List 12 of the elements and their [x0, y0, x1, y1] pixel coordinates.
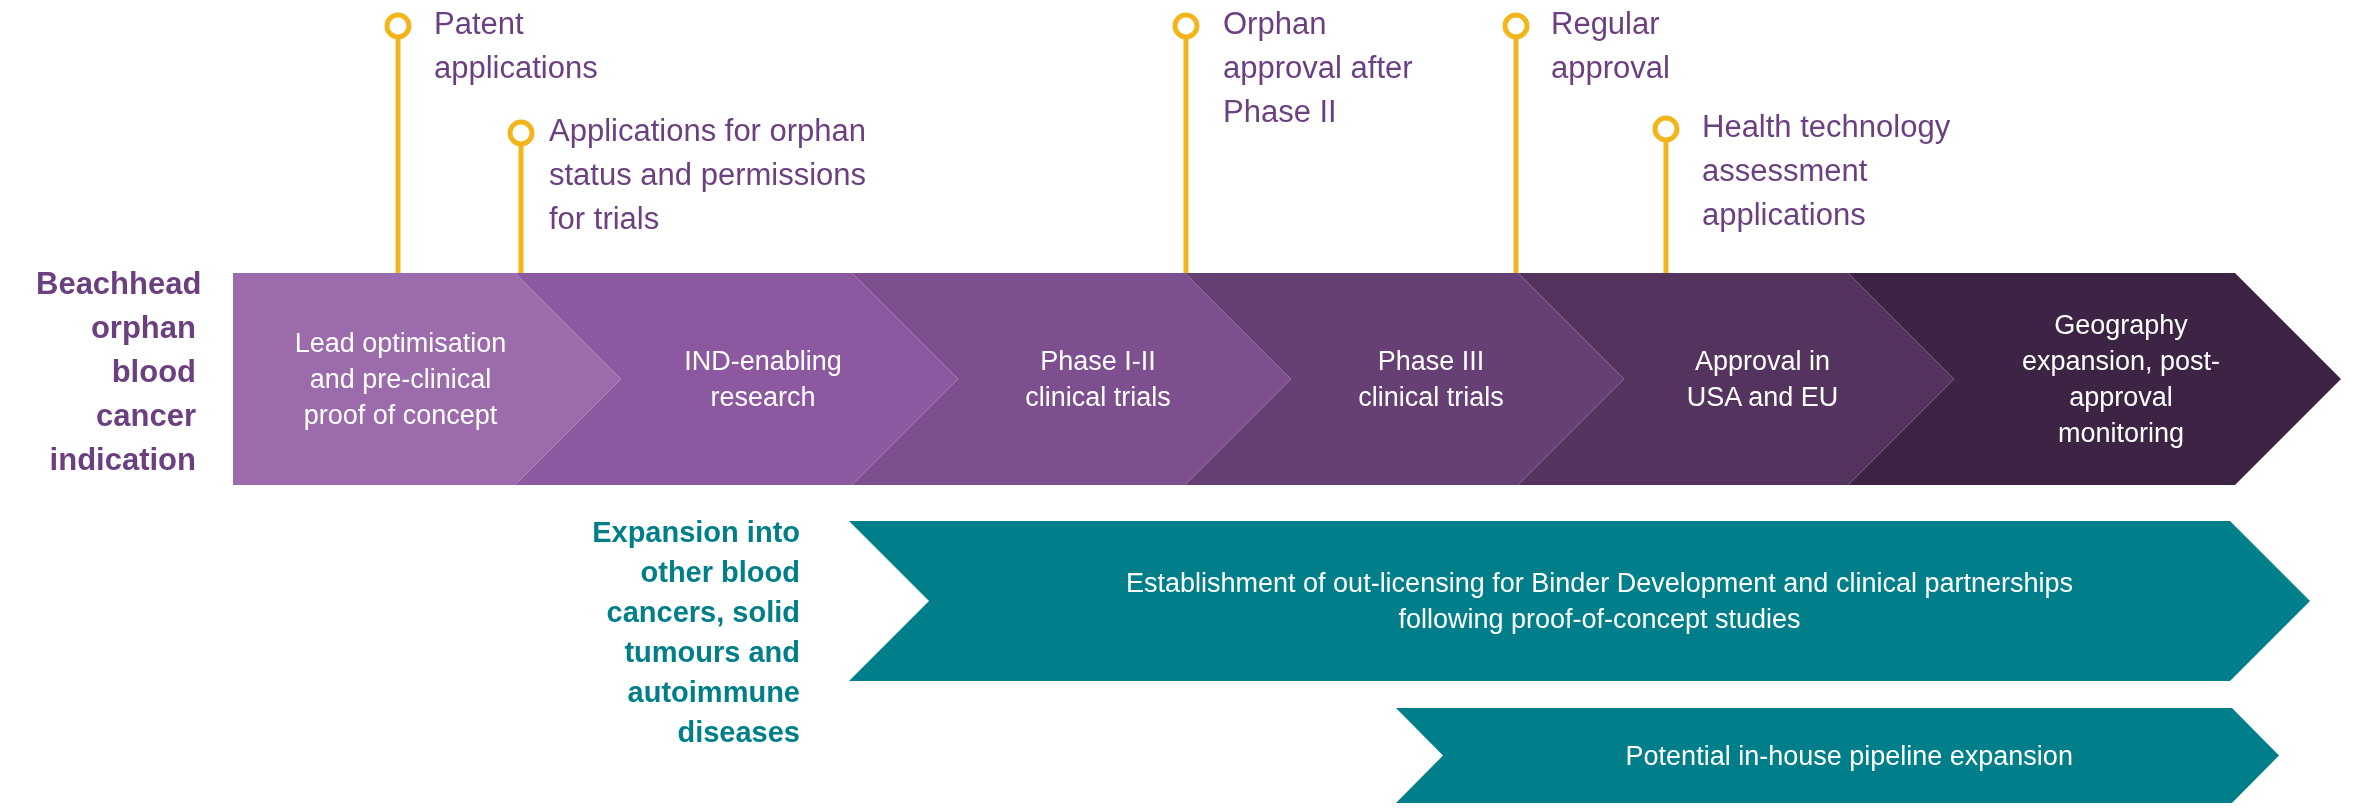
- step-label: Approval in USA and EU: [1667, 343, 1858, 415]
- step-label: IND-enabling research: [663, 343, 863, 415]
- milestone-label: Applications for orphan status and permissions for trials: [549, 112, 868, 238]
- step-label: Establishment of out-licensing for Binder Development and clinical partnerships following proof-of-concept studies: [1125, 567, 2074, 636]
- row-heading: Expansion into other blood cancers, solid tumours and autoimmune diseases: [591, 515, 800, 750]
- milestone-label: Patent applications: [434, 5, 599, 87]
- milestone-label: Health technology assessment applications: [1702, 108, 1952, 234]
- milestone-label: Regular approval: [1551, 5, 1671, 87]
- step-label: Potential in-house pipeline expansion: [1625, 739, 2073, 773]
- step-label: Phase III clinical trials: [1336, 343, 1526, 415]
- milestone-label: Orphan approval after Phase II: [1223, 5, 1413, 131]
- step-label: Phase I-II clinical trials: [1003, 343, 1193, 415]
